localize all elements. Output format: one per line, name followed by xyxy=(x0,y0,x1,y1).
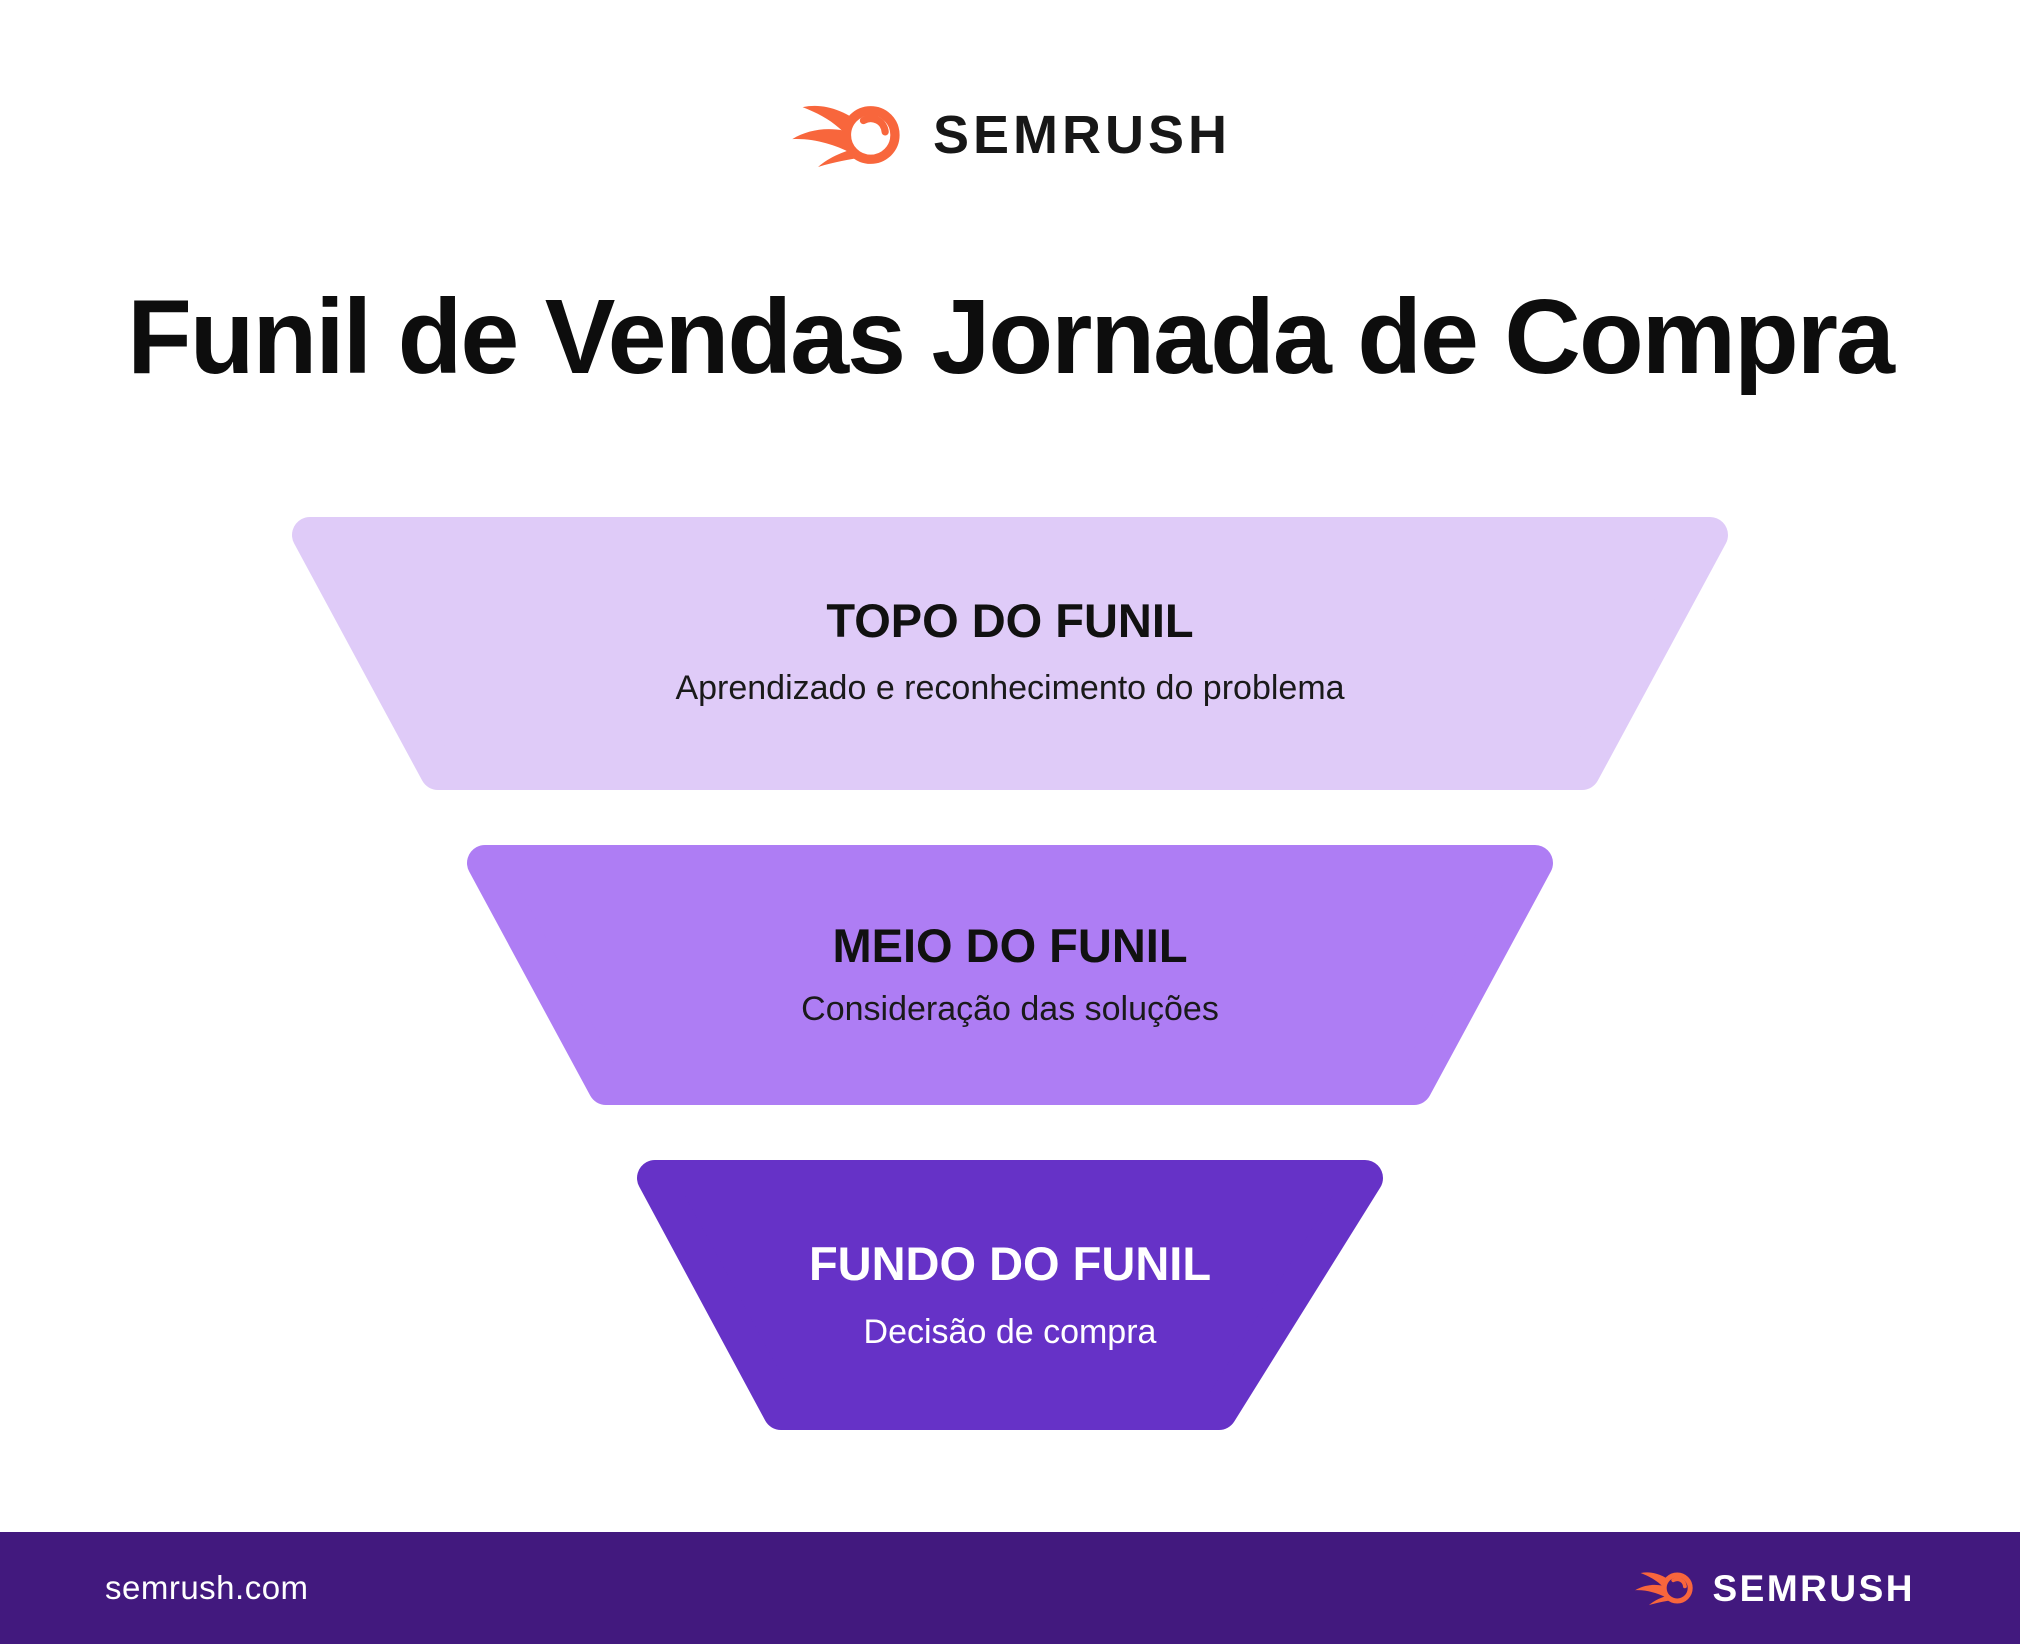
semrush-logo-footer: SEMRUSH xyxy=(1634,1563,1915,1613)
stage-middle-description: Consideração das soluções xyxy=(801,990,1219,1028)
semrush-flame-icon xyxy=(789,103,907,167)
stage-top-heading: TOPO DO FUNIL xyxy=(826,594,1194,647)
stage-top-description: Aprendizado e reconhecimento do problema xyxy=(675,669,1345,707)
stage-middle-heading: MEIO DO FUNIL xyxy=(832,919,1188,972)
funnel-stage-middle-shape xyxy=(467,845,1553,1105)
semrush-wordmark: SEMRUSH xyxy=(932,105,1232,165)
funnel-stage-bottom-shape xyxy=(637,1160,1383,1430)
semrush-flame-icon-footer xyxy=(1634,1563,1696,1613)
page-title: Funil de Vendas Jornada de Compra xyxy=(127,278,1895,396)
stage-bottom-heading: FUNDO DO FUNIL xyxy=(808,1237,1212,1290)
semrush-logo-header: SEMRUSH xyxy=(0,100,2020,170)
semrush-wordmark-footer: SEMRUSH xyxy=(1712,1567,1915,1609)
footer-website-text: semrush.com xyxy=(105,1569,309,1606)
funnel-stage-top-shape xyxy=(292,517,1728,790)
stage-bottom-description: Decisão de compra xyxy=(863,1313,1157,1351)
footer-bar: semrush.com SEMRUSH xyxy=(0,1532,2020,1644)
